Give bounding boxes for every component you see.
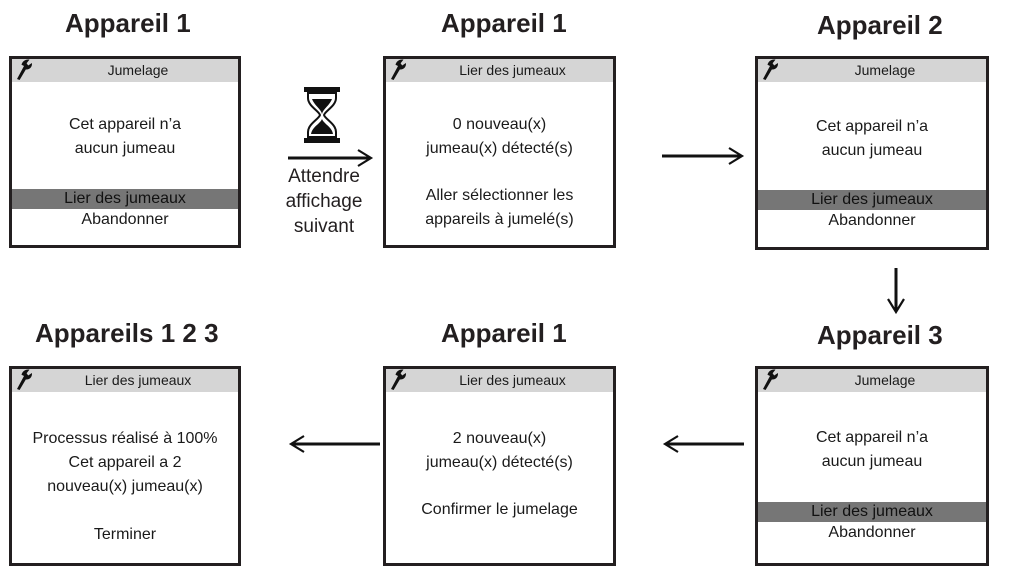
screen-message-line: Cet appareil n’a <box>68 116 182 133</box>
device-screen-2: Lier des jumeaux 0 nouveau(x) jumeau(x) … <box>383 56 616 248</box>
screen-message-line: aucun jumeau <box>74 140 176 157</box>
screen-header: Lier des jumeaux <box>386 59 613 82</box>
screen-header: Lier des jumeaux <box>12 369 238 392</box>
screen-message-line: jumeau(x) détecté(s) <box>426 140 573 157</box>
wait-line: suivant <box>293 216 355 237</box>
screen-header: Jumelage <box>758 369 986 392</box>
screen-header-label: Lier des jumeaux <box>84 372 192 388</box>
screen-message-line: Processus réalisé à 100% <box>32 430 218 447</box>
wait-instruction: Attendre affichage suivant <box>278 164 370 239</box>
wrench-icon <box>17 59 32 80</box>
arrow-left-1 <box>662 435 744 453</box>
wrench-icon <box>763 369 778 390</box>
screen-header-label: Jumelage <box>854 372 916 388</box>
screen-header-label: Lier des jumeaux <box>459 62 566 78</box>
screen-header-label: Lier des jumeaux <box>459 372 566 388</box>
hourglass-icon <box>304 87 340 143</box>
title-appareils-1-2-3: Appareils 1 2 3 <box>35 318 219 348</box>
screen-message-line: Cet appareil a 2 <box>68 454 182 471</box>
confirmer-option[interactable]: Confirmer le jumelage <box>421 501 578 518</box>
screen-message-line: nouveau(x) jumeau(x) <box>47 478 203 495</box>
arrow-right-2 <box>662 147 745 165</box>
wrench-icon <box>763 59 778 80</box>
wrench-icon <box>17 369 32 390</box>
menu-item-lier-des-jumeaux-selected[interactable]: Lier des jumeaux <box>12 189 238 209</box>
title-appareil-1-c: Appareil 1 <box>441 318 567 348</box>
screen-message-line: Aller sélectionner les <box>425 187 574 204</box>
menu-item-abandonner[interactable]: Abandonner <box>828 212 916 229</box>
screen-message-line: 2 nouveau(x) <box>452 430 547 447</box>
terminer-option[interactable]: Terminer <box>93 526 157 543</box>
arrow-right-1 <box>288 149 374 167</box>
device-screen-6: Jumelage Cet appareil n’a aucun jumeau L… <box>755 366 989 566</box>
menu-item-abandonner[interactable]: Abandonner <box>81 211 169 228</box>
menu-item-lier-des-jumeaux-selected[interactable]: Lier des jumeaux <box>758 502 986 522</box>
screen-message-line: appareils à jumelé(s) <box>425 211 574 228</box>
arrow-down <box>887 268 905 315</box>
screen-header: Jumelage <box>758 59 986 82</box>
wait-line: affichage <box>285 191 363 212</box>
title-appareil-1-b: Appareil 1 <box>441 8 567 38</box>
screen-header-label: Jumelage <box>107 62 169 78</box>
screen-header: Lier des jumeaux <box>386 369 613 392</box>
screen-message-line: jumeau(x) détecté(s) <box>426 454 573 471</box>
device-screen-5: Lier des jumeaux 2 nouveau(x) jumeau(x) … <box>383 366 616 566</box>
title-appareil-3: Appareil 3 <box>817 320 943 350</box>
screen-header: Jumelage <box>12 59 238 82</box>
device-screen-3: Jumelage Cet appareil n’a aucun jumeau L… <box>755 56 989 250</box>
screen-message-line: 0 nouveau(x) <box>452 116 547 133</box>
screen-message-line: aucun jumeau <box>821 142 923 159</box>
device-screen-1: Jumelage Cet appareil n’a aucun jumeau L… <box>9 56 241 248</box>
screen-message-line: Cet appareil n’a <box>815 118 929 135</box>
screen-message-line: Cet appareil n’a <box>815 429 929 446</box>
wrench-icon <box>391 59 406 80</box>
title-appareil-1-a: Appareil 1 <box>65 8 191 38</box>
menu-item-lier-des-jumeaux-selected[interactable]: Lier des jumeaux <box>758 190 986 210</box>
wrench-icon <box>391 369 406 390</box>
wait-line: Attendre <box>288 166 360 187</box>
arrow-left-2 <box>288 435 380 453</box>
screen-header-label: Jumelage <box>854 62 916 78</box>
screen-message-line: aucun jumeau <box>821 453 923 470</box>
menu-item-abandonner[interactable]: Abandonner <box>828 524 916 541</box>
device-screen-4: Lier des jumeaux Processus réalisé à 100… <box>9 366 241 566</box>
title-appareil-2: Appareil 2 <box>817 10 943 40</box>
